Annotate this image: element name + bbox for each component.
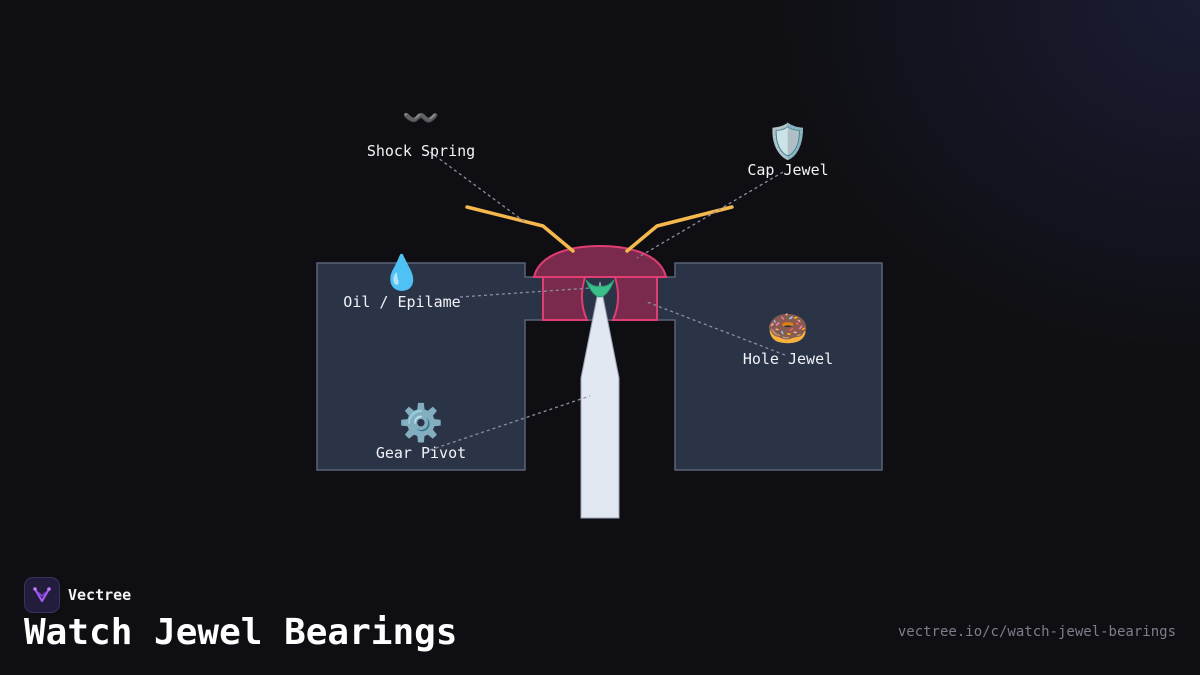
shock-spring-left-arm [465, 205, 575, 253]
leader-shock-spring [429, 151, 526, 223]
oil-label: Oil / Epilame [343, 293, 460, 311]
hole-jewel-left [542, 276, 589, 321]
cap-jewel-shape [532, 244, 668, 278]
hole-jewel-label: Hole Jewel [743, 350, 833, 368]
oil-droplet-shape [585, 279, 615, 298]
page-title: Watch Jewel Bearings [24, 612, 458, 653]
gear-pivot-label: Gear Pivot [376, 444, 466, 462]
shield-icon: 🛡️ [767, 122, 809, 162]
leader-oil [459, 287, 591, 298]
wave-icon: 〰️ [402, 101, 439, 136]
donut-icon: 🍩 [767, 309, 809, 349]
shock-spring-right-arm [625, 205, 734, 253]
leader-cap-jewel [636, 171, 784, 259]
hole-jewel-right [611, 276, 658, 321]
vectree-logo-icon [24, 577, 60, 613]
brand-name: Vectree [68, 586, 132, 604]
leader-hole-jewel [646, 301, 786, 356]
plate-body [316, 262, 883, 471]
gear-icon: ⚙️ [399, 402, 444, 444]
gear-pivot-shape [580, 281, 620, 519]
droplet-icon: 💧 [381, 253, 423, 293]
shock-spring-label: Shock Spring [367, 142, 475, 160]
source-url[interactable]: vectree.io/c/watch-jewel-bearings [897, 624, 1176, 640]
brand: Vectree [24, 577, 131, 613]
leader-gear-pivot [429, 395, 591, 451]
cap-jewel-label: Cap Jewel [747, 161, 828, 179]
